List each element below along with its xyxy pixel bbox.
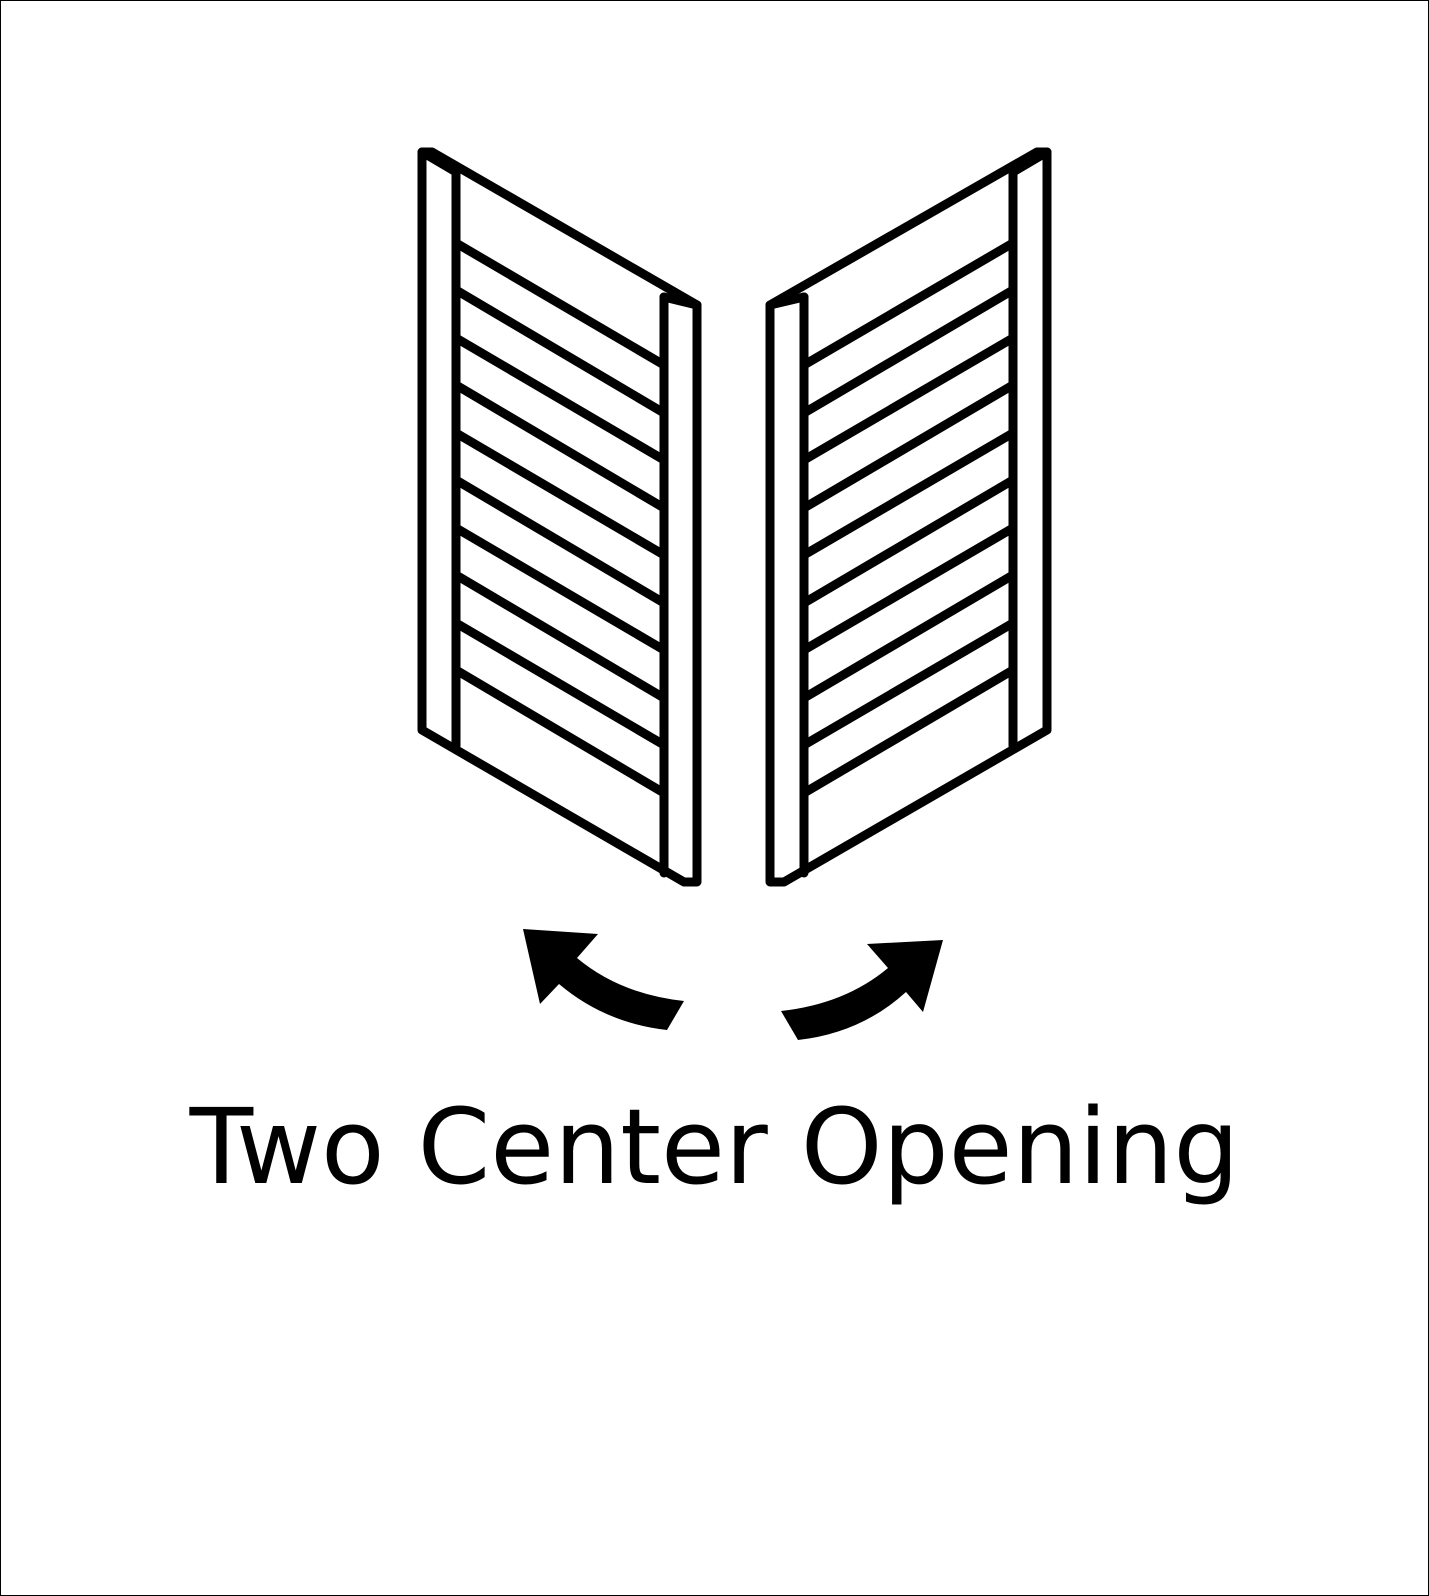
shutter-right-icon bbox=[765, 147, 1052, 887]
curved-arrow-left-icon bbox=[523, 929, 684, 1030]
curved-arrow-right-icon bbox=[781, 940, 943, 1040]
left-shutter-louvers bbox=[451, 238, 669, 798]
left-shutter-outer-frame bbox=[417, 147, 702, 887]
diagram-caption: Two Center Opening bbox=[189, 1086, 1240, 1208]
right-shutter-louvers bbox=[799, 238, 1018, 798]
shutter-left-icon bbox=[417, 147, 702, 887]
right-shutter-outer-frame bbox=[765, 147, 1052, 887]
